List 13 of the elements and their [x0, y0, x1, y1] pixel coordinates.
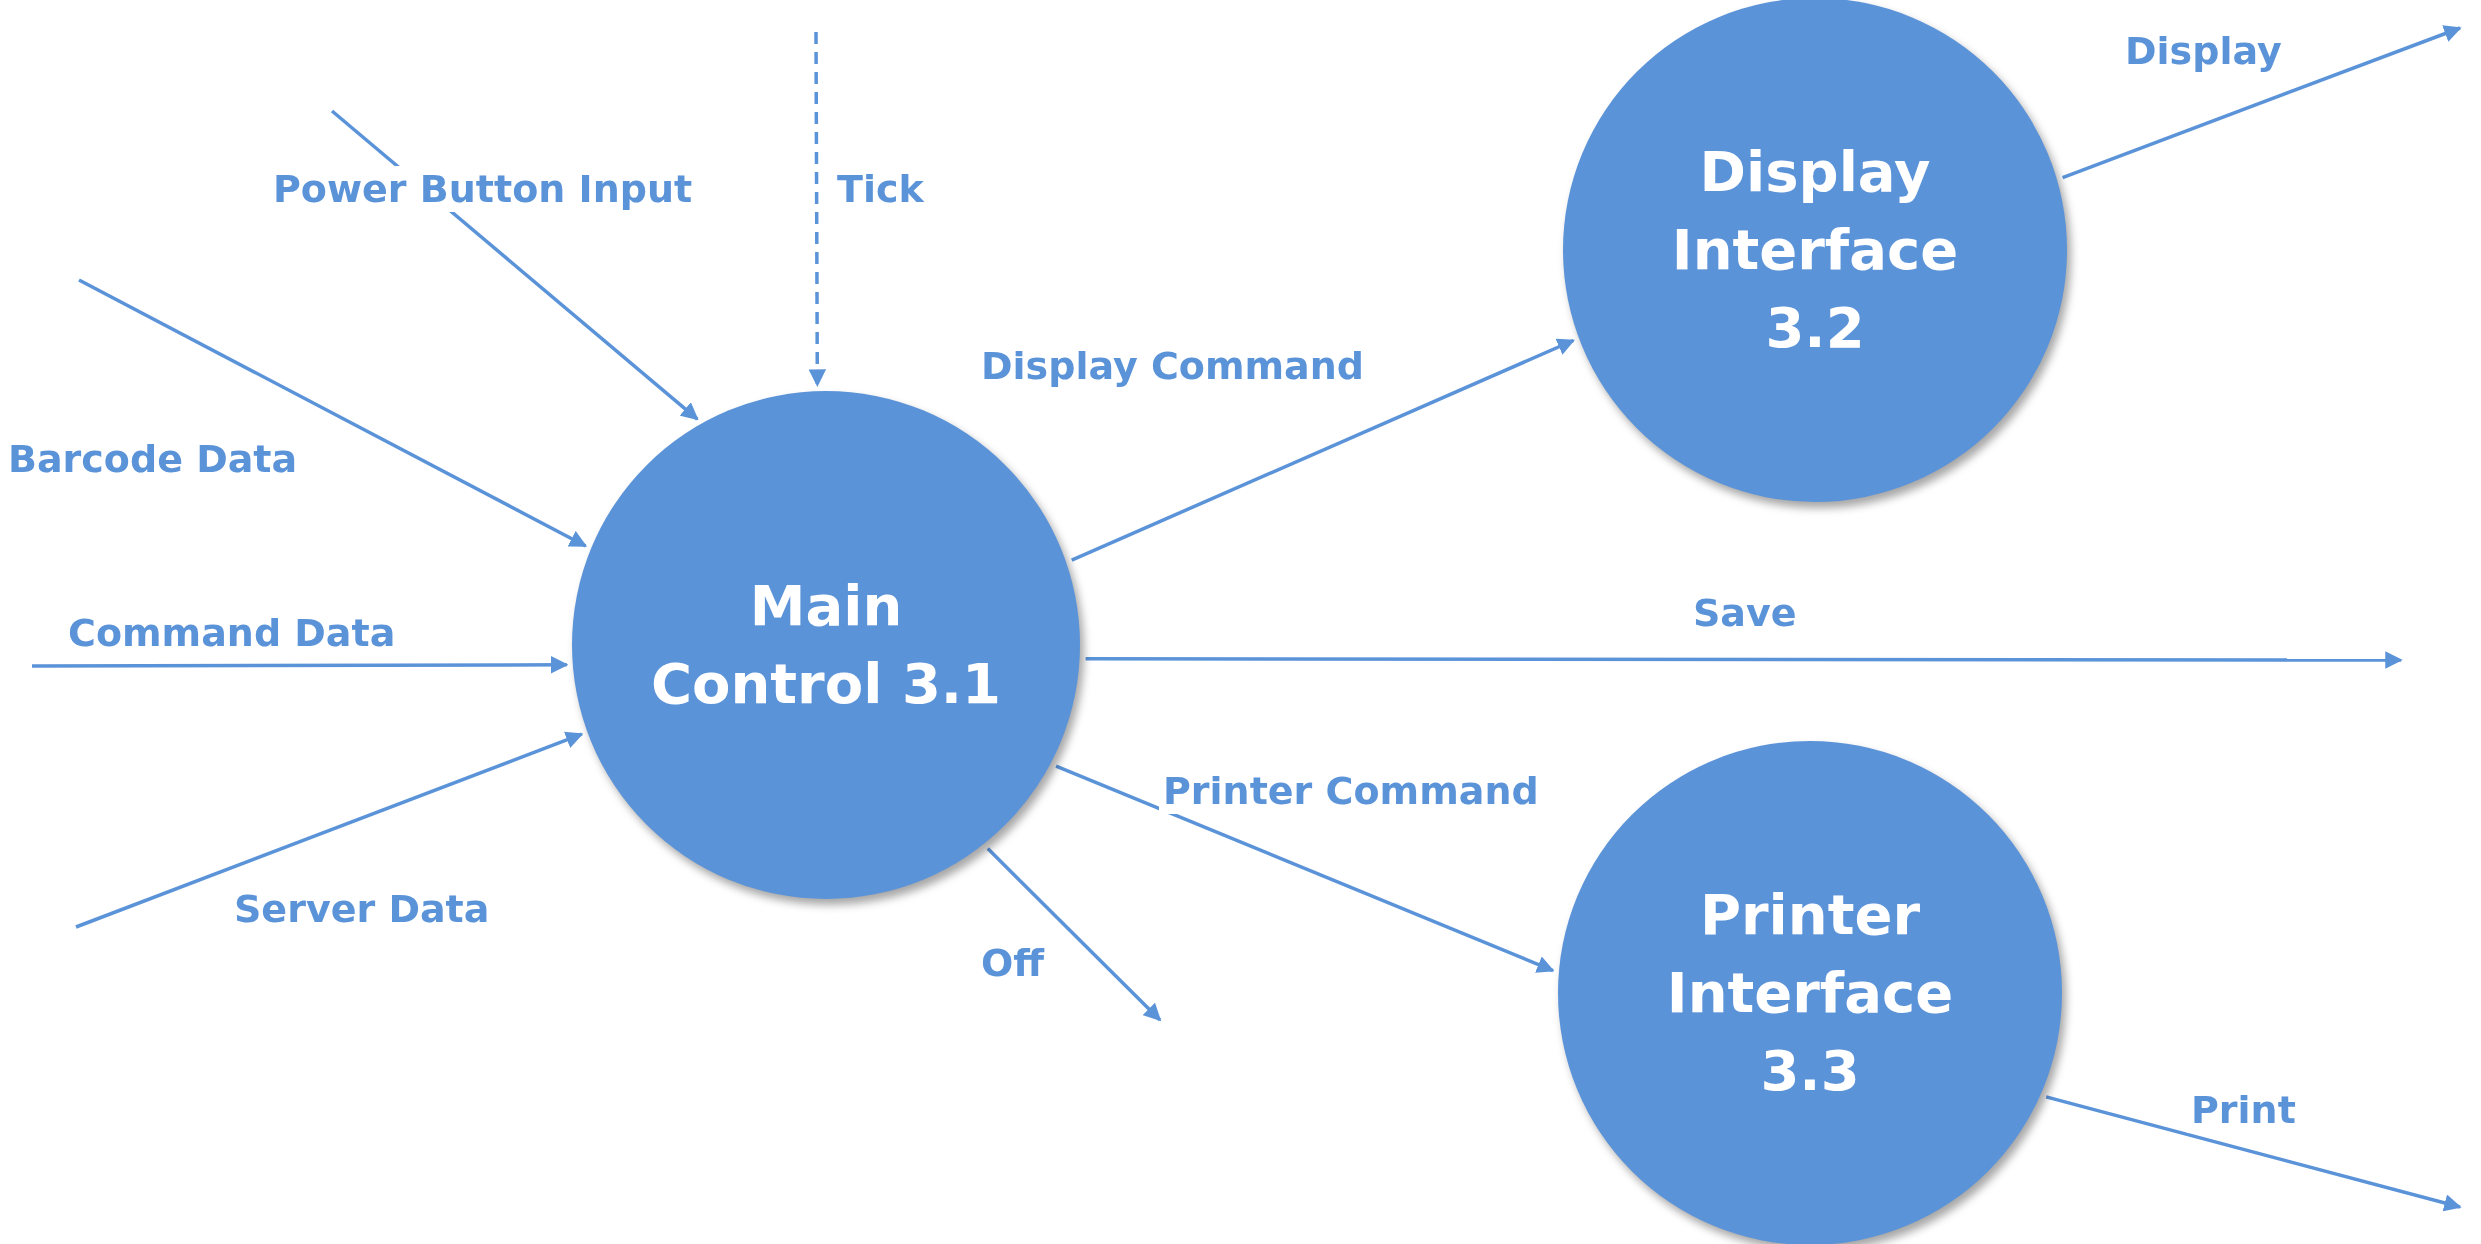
arrow: [78, 278, 588, 548]
process-label: Display Interface 3.2: [1670, 138, 1960, 362]
arrow: [2045, 1095, 2462, 1212]
arrow: [808, 32, 827, 387]
arrow: [1055, 764, 1555, 973]
arrow: [75, 731, 584, 929]
process-label: Main Control 3.1: [649, 572, 1003, 718]
arrow: [1071, 338, 1575, 562]
arrow: [32, 656, 569, 674]
process-label: Printer Interface 3.3: [1665, 881, 1955, 1105]
arrow: [1085, 651, 2403, 669]
arrow: [986, 847, 1162, 1022]
arrow: [2062, 25, 2462, 180]
